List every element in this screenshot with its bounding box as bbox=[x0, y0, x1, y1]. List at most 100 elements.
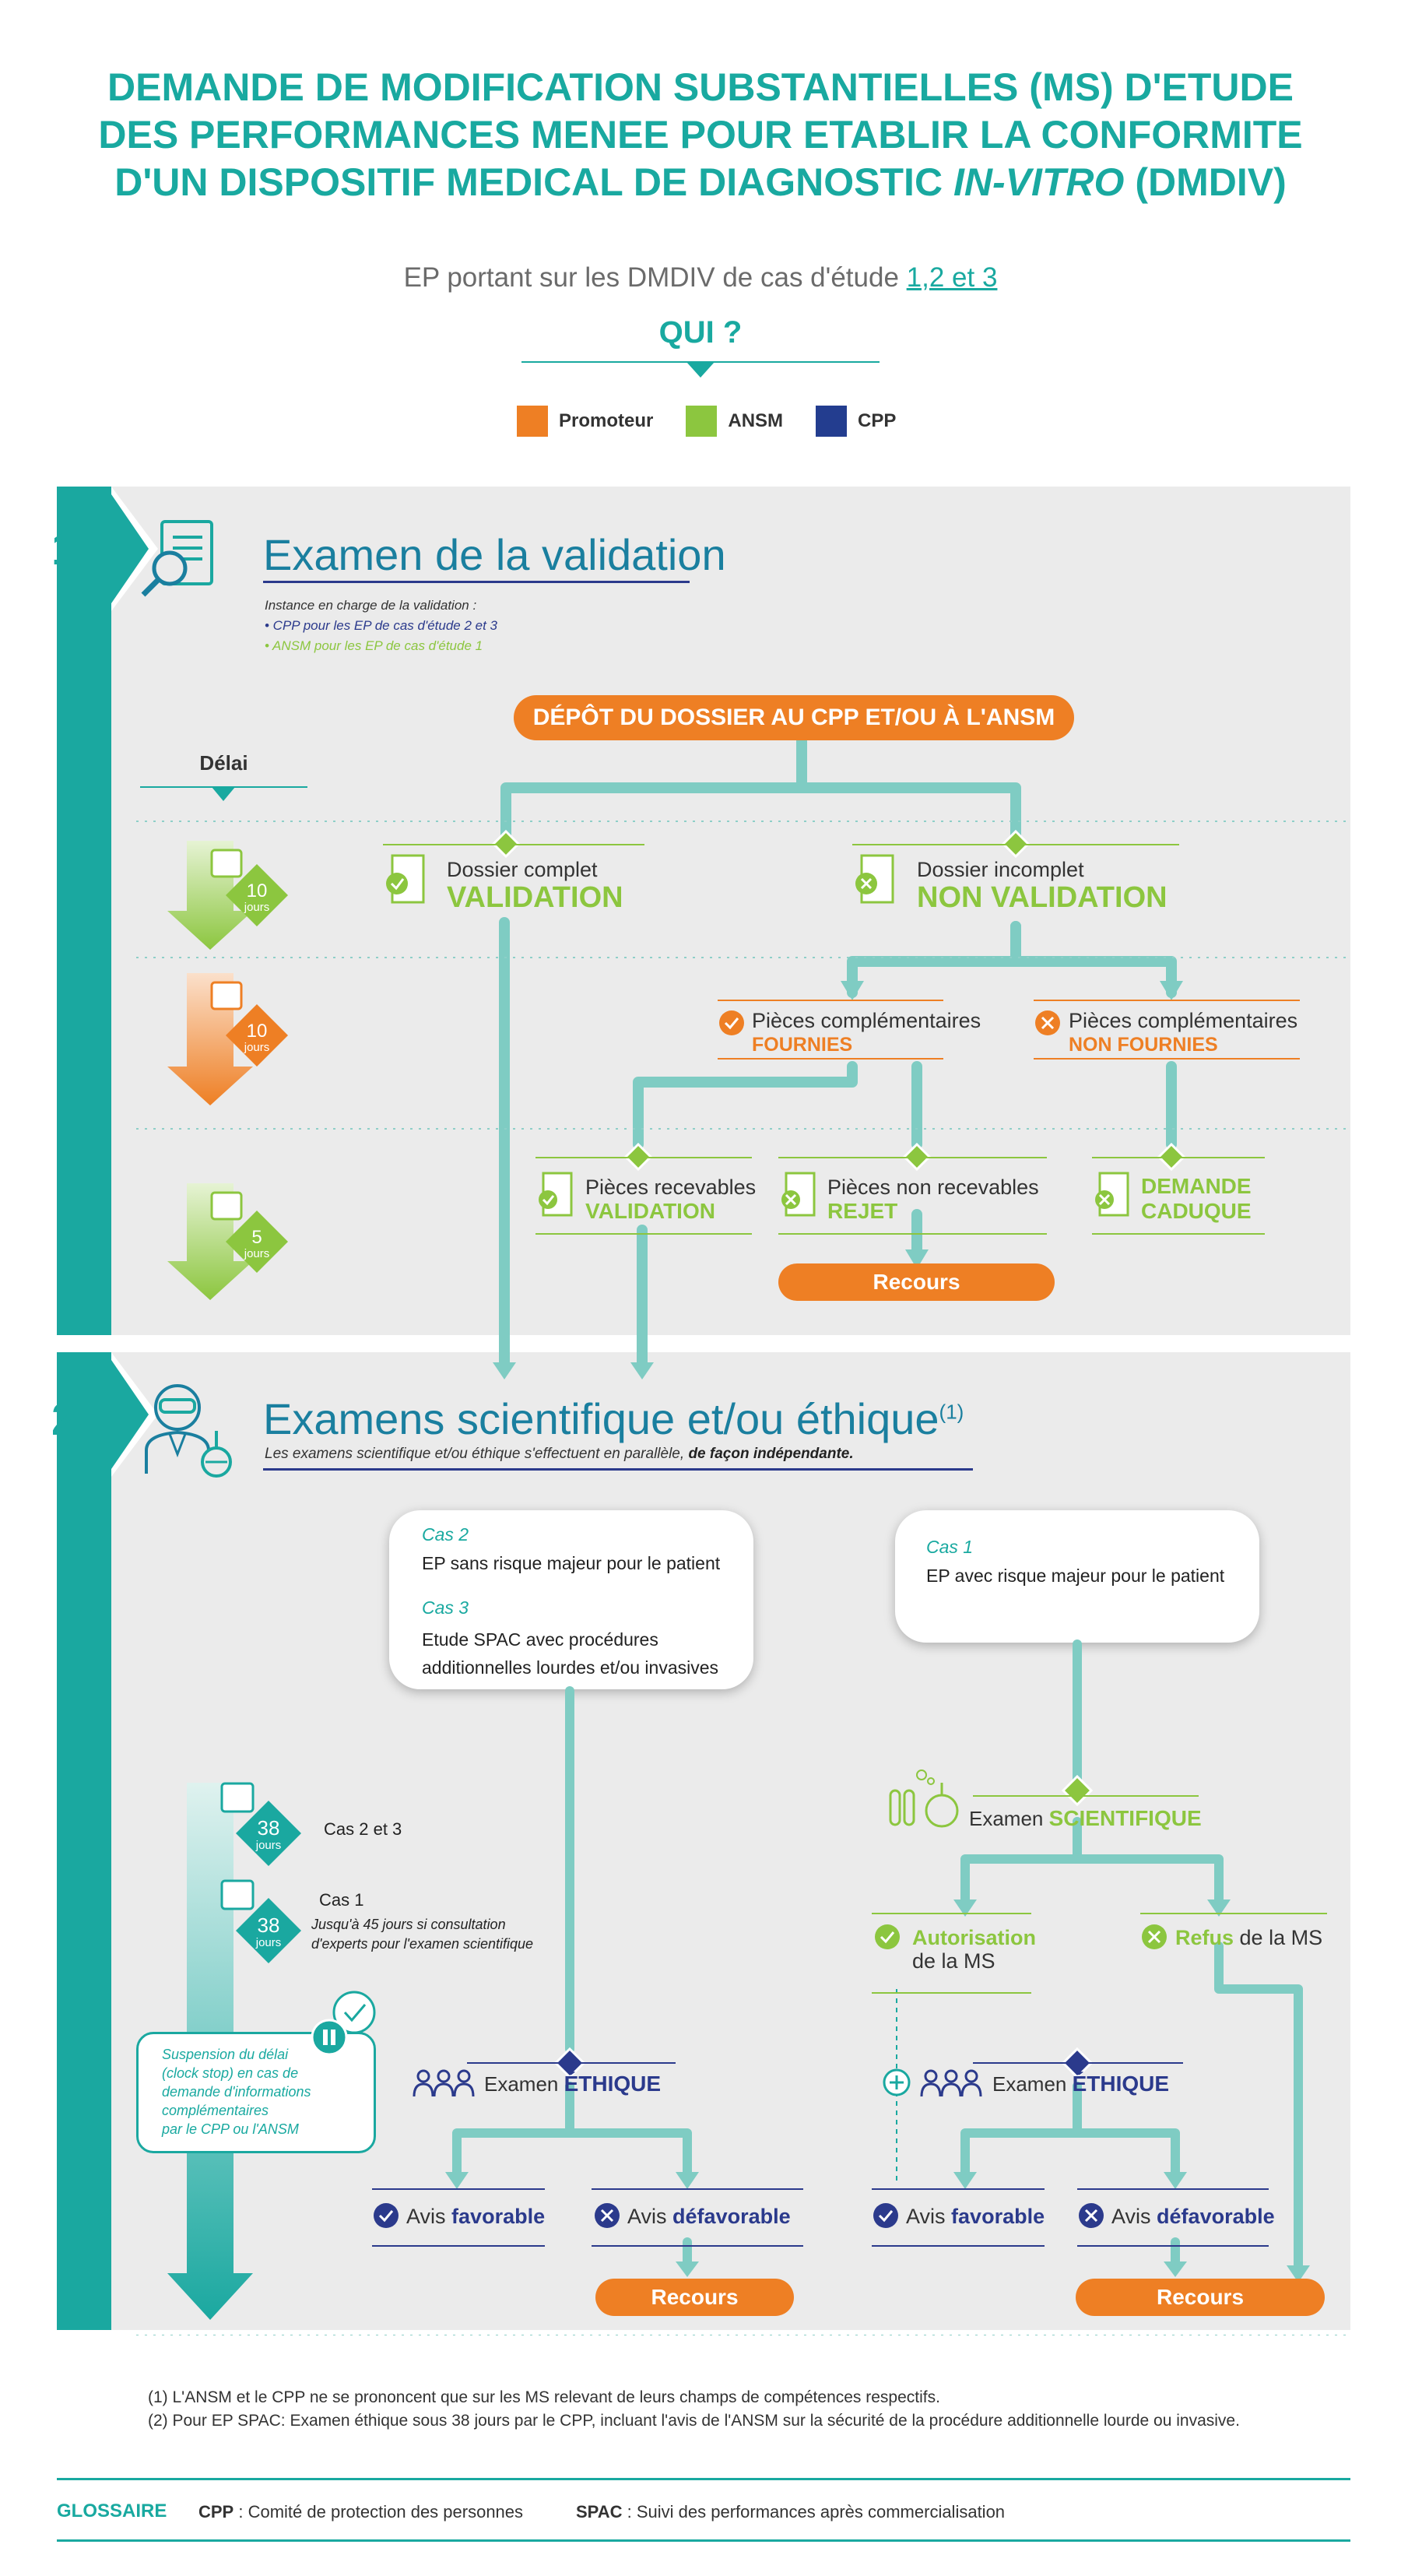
instance-ansm: • ANSM pour les EP de cas d'étude 1 bbox=[265, 638, 483, 653]
examen-ethique-left: Examen ÉTHIQUE bbox=[484, 2072, 661, 2096]
ethique-label: ÉTHIQUE bbox=[1072, 2072, 1170, 2096]
favorable-label: favorable bbox=[951, 2205, 1045, 2228]
section1-heading-rule bbox=[263, 581, 690, 583]
section2-heading-note: (1) bbox=[939, 1400, 964, 1424]
examen-scientifique: Examen SCIENTIFIQUE bbox=[969, 1806, 1202, 1831]
depot-pill: DÉPÔT DU DOSSIER AU CPP ET/OU À L'ANSM bbox=[514, 695, 1074, 740]
cas1-label: Cas 1 bbox=[926, 1537, 974, 1557]
glossary-rule-bottom bbox=[57, 2539, 1350, 2542]
favorable-label: favorable bbox=[451, 2205, 546, 2228]
suspension-line-5: par le CPP ou l'ANSM bbox=[162, 2121, 299, 2137]
avis-favorable-right: Avis favorable bbox=[906, 2205, 1045, 2229]
x-circle-icon bbox=[595, 2203, 620, 2228]
check-circle-icon bbox=[719, 1010, 744, 1035]
instance-title: Instance en charge de la validation : bbox=[265, 598, 477, 613]
avis-defavorable-right: Avis défavorable bbox=[1111, 2205, 1275, 2229]
delay-1-unit: jours bbox=[244, 901, 270, 914]
instance-cpp: • CPP pour les EP de cas d'étude 2 et 3 bbox=[265, 618, 498, 633]
section2-connectors bbox=[136, 1639, 1347, 2335]
section-link-connectors bbox=[493, 1323, 654, 1379]
section2-heading-rule bbox=[263, 1468, 973, 1471]
x-circle-icon bbox=[1079, 2203, 1104, 2228]
legend-swatch bbox=[816, 406, 848, 437]
pause-clock-icon bbox=[311, 1991, 376, 2056]
subtitle: EP portant sur les DMDIV de cas d'étude … bbox=[0, 262, 1401, 293]
delay-arrow-green-1: 10 jours bbox=[167, 841, 288, 950]
cas-2-et-3-label: Cas 2 et 3 bbox=[324, 1819, 402, 1839]
avis-label: Avis bbox=[906, 2205, 946, 2228]
section2-subtext-bold: de façon indépendante. bbox=[688, 1446, 854, 1462]
delay-arrow-orange: 10 jours bbox=[167, 973, 288, 1105]
cas2-label: Cas 2 bbox=[422, 1524, 469, 1545]
qui-underline bbox=[521, 361, 880, 378]
legend-swatch bbox=[517, 406, 548, 437]
section2-subtext-main: Les examens scientifique et/ou éthique s… bbox=[265, 1446, 685, 1462]
cas2-text: EP sans risque majeur pour le patient bbox=[422, 1553, 721, 1573]
check-circle-icon bbox=[875, 1924, 900, 1949]
people-group-icon bbox=[413, 2069, 475, 2097]
title-line-2: DES PERFORMANCES MENEE POUR ETABLIR LA C… bbox=[98, 113, 1303, 156]
autorisation-label: Autorisation bbox=[912, 1926, 1036, 1949]
dossier-complet: Dossier complet bbox=[447, 858, 598, 881]
people-group-icon bbox=[920, 2069, 982, 2097]
de-la-ms-label: de la MS bbox=[912, 1949, 995, 1973]
lab-flask-icon bbox=[889, 1769, 959, 1828]
examen-label: Examen bbox=[484, 2072, 559, 2096]
delay-2-unit: jours bbox=[244, 1041, 270, 1054]
delai-label: Délai bbox=[199, 751, 248, 775]
plus-circle-icon bbox=[883, 2068, 911, 2096]
legend-label: Promoteur bbox=[559, 410, 654, 431]
refus-ms: Refus de la MS bbox=[1175, 1926, 1322, 1950]
x-circle-icon bbox=[1142, 1924, 1167, 1949]
legend-ansm: ANSM bbox=[686, 406, 783, 437]
qui-heading: QUI ? bbox=[658, 315, 743, 350]
pieces-non-recevables: Pièces non recevables bbox=[827, 1176, 1039, 1199]
cas-1-delay-label: Cas 1 bbox=[319, 1890, 364, 1910]
defavorable-label: défavorable bbox=[672, 2205, 791, 2228]
scientist-icon bbox=[145, 1384, 232, 1478]
non-fournies-label: NON FOURNIES bbox=[1069, 1034, 1218, 1056]
avis-favorable-left: Avis favorable bbox=[406, 2205, 545, 2229]
section1-chevron bbox=[111, 487, 158, 611]
section1-heading: Examen de la validation bbox=[263, 530, 726, 579]
subtitle-text: EP portant sur les DMDIV de cas d'étude bbox=[403, 262, 899, 293]
document-magnifier-icon bbox=[141, 520, 213, 597]
cas-1-delay-note: Jusqu'à 45 jours si consultation d'exper… bbox=[311, 1915, 533, 1954]
legend-promoteur: Promoteur bbox=[517, 406, 653, 437]
validation-label: VALIDATION bbox=[447, 881, 623, 914]
recours-button-3: Recours bbox=[1076, 2279, 1325, 2316]
glossary-title: GLOSSAIRE bbox=[57, 2500, 167, 2522]
check-circle-icon bbox=[374, 2203, 399, 2228]
cas1-text: EP avec risque majeur pour le patient bbox=[926, 1566, 1225, 1586]
legend-label: ANSM bbox=[728, 410, 784, 431]
delay-38-b-value: 38 bbox=[258, 1914, 280, 1937]
section1-number: 1 bbox=[51, 524, 77, 575]
glossary-spac: SPAC : Suivi des performances après comm… bbox=[576, 2502, 1005, 2522]
refus-label: Refus bbox=[1175, 1926, 1234, 1949]
refus-de-la-ms-label: de la MS bbox=[1239, 1926, 1323, 1949]
cas3-text-2: additionnelles lourdes et/ou invasives bbox=[422, 1657, 719, 1678]
autorisation-ms: Autorisation de la MS bbox=[912, 1926, 1036, 1973]
x-circle-icon bbox=[1035, 1010, 1060, 1035]
delay-38-a-unit: jours bbox=[255, 1839, 282, 1852]
demande-caduque: DEMANDE CADUQUE bbox=[1141, 1174, 1252, 1224]
section2-heading-text: Examens scientifique et/ou éthique bbox=[263, 1394, 939, 1443]
rejet-label: REJET bbox=[827, 1199, 898, 1223]
ethique-label: ÉTHIQUE bbox=[564, 2072, 662, 2096]
section2-heading: Examens scientifique et/ou éthique(1) bbox=[263, 1393, 964, 1444]
glossary-cpp-term: CPP bbox=[198, 2502, 234, 2522]
pieces-comp-non-fournies: Pièces complémentaires bbox=[1069, 1009, 1298, 1032]
examen-label: Examen bbox=[969, 1807, 1044, 1830]
title-line-3: D'UN DISPOSITIF MEDICAL DE DIAGNOSTIC bbox=[114, 160, 943, 204]
document-x-icon bbox=[781, 1172, 816, 1217]
recours-button-2: Recours bbox=[595, 2279, 794, 2316]
legend-label: CPP bbox=[858, 410, 897, 431]
cas3-label: Cas 3 bbox=[422, 1597, 469, 1618]
cas-link[interactable]: 1,2 et 3 bbox=[906, 262, 998, 293]
fournies-label: FOURNIES bbox=[752, 1034, 853, 1056]
scientifique-label: SCIENTIFIQUE bbox=[1048, 1806, 1202, 1830]
delay-1-value: 10 bbox=[247, 880, 268, 901]
suspension-line-1: Suspension du délai bbox=[162, 2047, 289, 2062]
legend-swatch bbox=[686, 406, 718, 437]
delay-2-value: 10 bbox=[247, 1021, 268, 1042]
